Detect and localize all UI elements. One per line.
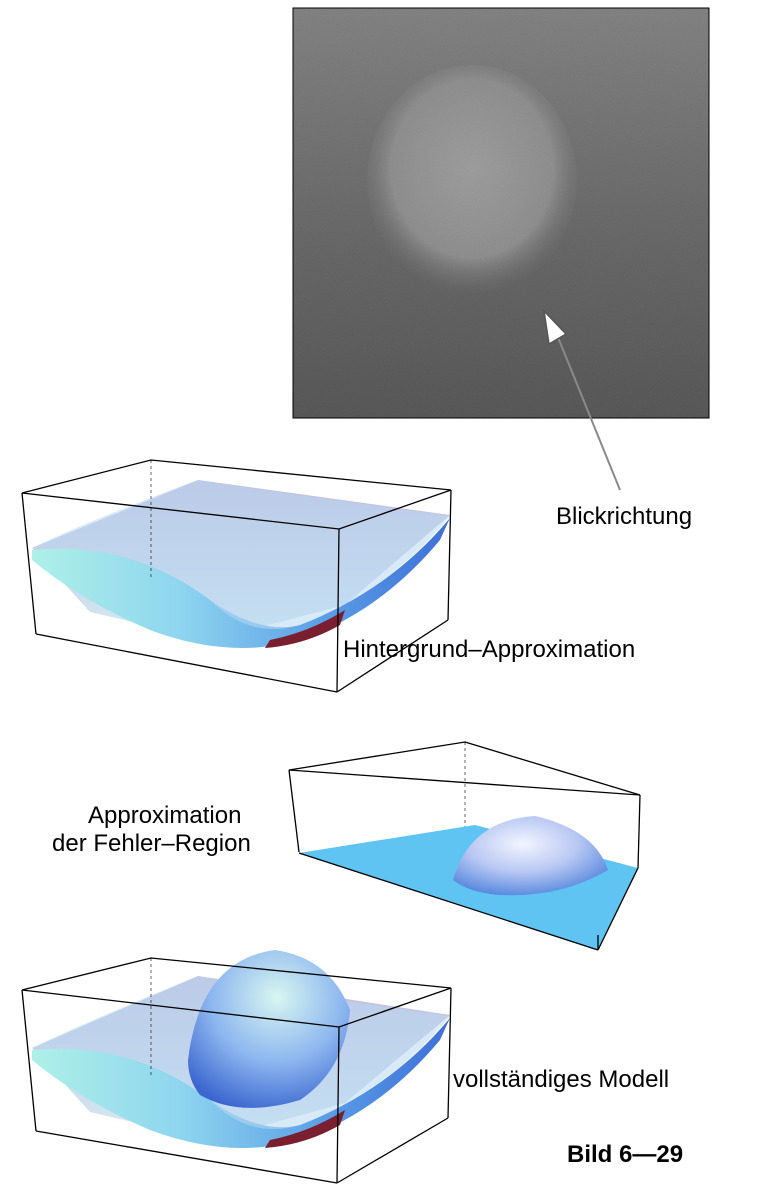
fault-approximation-label-line2: der Fehler–Region xyxy=(52,830,251,857)
background-approximation-label: Hintergrund–Approximation xyxy=(343,636,636,663)
fault-region-plot xyxy=(288,741,641,951)
full-model-label: vollständiges Modell xyxy=(453,1066,670,1093)
noisy-image xyxy=(292,7,710,419)
figure-number: Bild 6—29 xyxy=(567,1141,684,1168)
background-approximation-plot xyxy=(21,459,452,693)
full-model-plot xyxy=(21,950,452,1184)
fault-approximation-label-line1: Approximation xyxy=(88,802,242,829)
view-direction-label: Blickrichtung xyxy=(556,503,693,530)
view-direction-arrow xyxy=(542,308,621,491)
